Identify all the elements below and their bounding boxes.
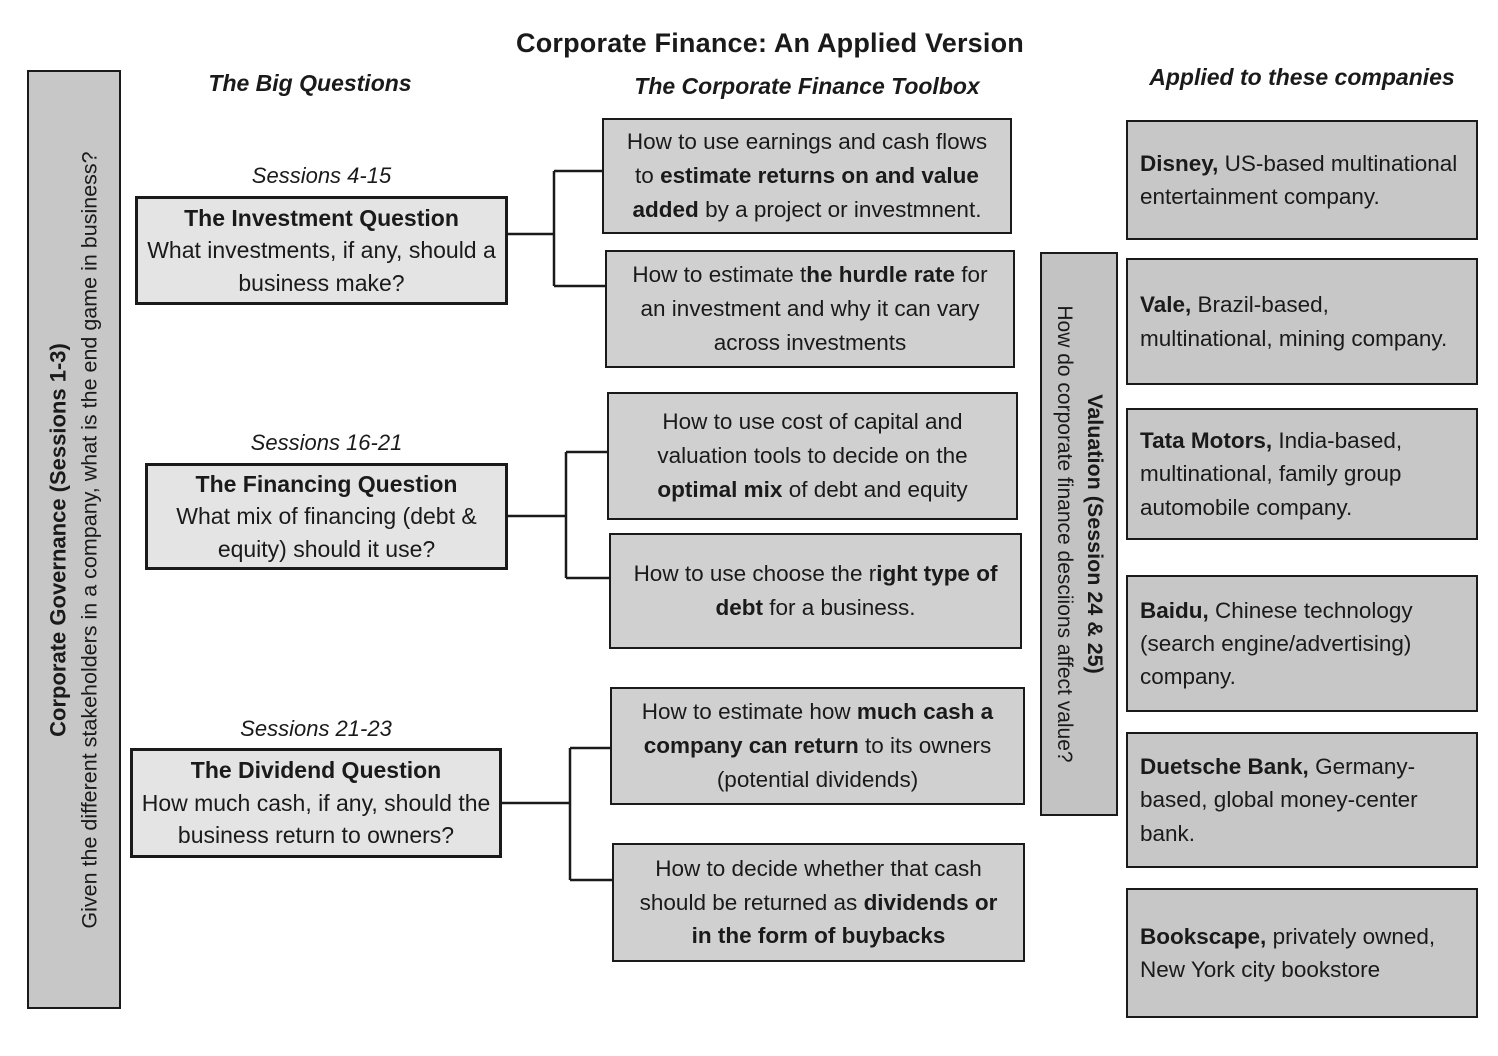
company-text-disney: Disney, US-based multinational entertain… [1140, 147, 1466, 213]
company-box-bookscape: Bookscape, privately owned, New York cit… [1126, 888, 1478, 1018]
column-header-companies: Applied to these companies [1149, 64, 1455, 90]
question-title-investment: The Investment Question [184, 204, 459, 231]
toolbox-text-potential-dividends: How to estimate how much cash a company … [641, 699, 994, 792]
question-body-investment: What investments, if any, should a busin… [147, 237, 496, 296]
sessions-label-investment: Sessions 4-15 [251, 163, 392, 188]
toolbox-box-hurdle-rate: How to estimate the hurdle rate for an i… [605, 250, 1015, 368]
company-box-vale: Vale, Brazil-based, multinational, minin… [1126, 258, 1478, 385]
valuation-heading: Valuation (Session 24 & 25) [1082, 394, 1107, 674]
question-title-dividend: The Dividend Question [190, 757, 442, 784]
company-text-baidu: Baidu, Chinese technology (search engine… [1140, 594, 1466, 693]
company-desc-bookscape: privately owned, New York city bookstore [1140, 923, 1436, 982]
question-body-financing: What mix of financing (debt & equity) sh… [176, 503, 477, 562]
toolbox-text-hurdle-rate: How to estimate the hurdle rate for an i… [632, 262, 988, 355]
toolbox-box-returns-value-added: How to use earnings and cash flows to es… [602, 118, 1012, 234]
company-desc-tata-motors: India-based, multinational, family group… [1140, 428, 1403, 520]
company-name-baidu: Baidu, [1140, 597, 1209, 623]
company-desc-disney: US-based multinational entertainment com… [1140, 150, 1458, 209]
company-name-tata-motors: Tata Motors, [1140, 428, 1273, 454]
toolbox-text-returns-value-added: How to use earnings and cash flows to es… [626, 129, 988, 222]
company-box-baidu: Baidu, Chinese technology (search engine… [1126, 575, 1478, 712]
toolbox-box-potential-dividends: How to estimate how much cash a company … [610, 687, 1025, 805]
column-header-toolbox: The Corporate Finance Toolbox [634, 73, 980, 99]
corporate-governance-text: Corporate Governance (Sessions 1-3) Give… [42, 77, 105, 1002]
company-text-duetsche-bank: Duetsche Bank, Germany-based, global mon… [1140, 750, 1466, 849]
company-name-bookscape: Bookscape, [1140, 923, 1267, 949]
company-box-duetsche-bank: Duetsche Bank, Germany-based, global mon… [1126, 732, 1478, 868]
corporate-governance-heading: Corporate Governance (Sessions 1-3) [45, 342, 71, 737]
corporate-governance-bar: Corporate Governance (Sessions 1-3) Give… [27, 70, 121, 1009]
toolbox-box-right-type-of-debt: How to use choose the right type of debt… [609, 533, 1022, 649]
company-name-disney: Disney, [1140, 150, 1219, 176]
question-title-financing: The Financing Question [195, 470, 458, 497]
valuation-subtext: How do corporate finance desciions affec… [1052, 305, 1076, 763]
company-text-tata-motors: Tata Motors, India-based, multinational,… [1140, 424, 1466, 523]
corporate-governance-subtext: Given the different stakeholders in a co… [77, 150, 102, 929]
toolbox-box-dividends-or-buybacks: How to decide whether that cash should b… [612, 843, 1025, 962]
column-header-big-questions: The Big Questions [208, 70, 412, 96]
company-desc-vale: Brazil-based, multinational, mining comp… [1140, 292, 1448, 351]
company-text-bookscape: Bookscape, privately owned, New York cit… [1140, 920, 1466, 986]
question-text-investment: The Investment Question What investments… [146, 202, 497, 300]
question-body-dividend: How much cash, if any, should the busine… [141, 789, 491, 849]
company-box-tata-motors: Tata Motors, India-based, multinational,… [1126, 408, 1478, 540]
question-text-financing: The Financing Question What mix of finan… [156, 468, 497, 566]
company-desc-duetsche-bank: Germany-based, global money-center bank. [1140, 754, 1418, 846]
toolbox-text-optimal-mix: How to use cost of capital and valuation… [657, 409, 968, 502]
question-box-financing: The Financing Question What mix of finan… [145, 463, 508, 570]
company-text-vale: Vale, Brazil-based, multinational, minin… [1140, 288, 1466, 354]
company-name-duetsche-bank: Duetsche Bank, [1140, 754, 1309, 780]
sessions-label-financing: Sessions 16-21 [250, 430, 403, 455]
company-name-vale: Vale, [1140, 292, 1192, 318]
question-box-investment: The Investment Question What investments… [135, 196, 508, 305]
company-box-disney: Disney, US-based multinational entertain… [1126, 120, 1478, 240]
toolbox-text-dividends-or-buybacks: How to decide whether that cash should b… [639, 855, 998, 949]
valuation-text: Valuation (Session 24 & 25) How do corpo… [1048, 260, 1110, 808]
toolbox-box-optimal-mix: How to use cost of capital and valuation… [607, 392, 1018, 520]
question-box-dividend: The Dividend Question How much cash, if … [130, 748, 502, 858]
company-desc-baidu: Chinese technology (search engine/advert… [1140, 597, 1413, 690]
valuation-bar: Valuation (Session 24 & 25) How do corpo… [1040, 252, 1118, 816]
page-title: Corporate Finance: An Applied Version [516, 28, 1024, 58]
sessions-label-dividend: Sessions 21-23 [240, 716, 392, 741]
toolbox-text-right-type-of-debt: How to use choose the right type of debt… [633, 561, 998, 620]
question-text-dividend: The Dividend Question How much cash, if … [141, 754, 491, 852]
